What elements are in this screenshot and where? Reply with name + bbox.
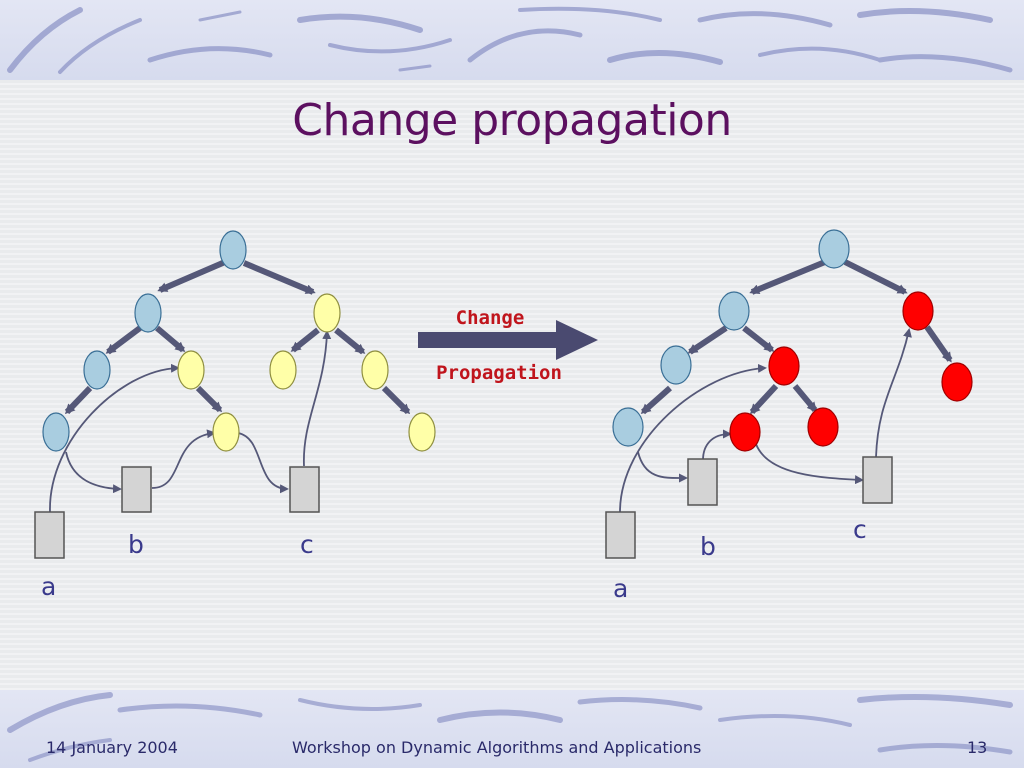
left-node-r3 [408,412,436,452]
right-edge-m2-l3 [749,383,779,415]
slide-body [0,80,1024,690]
left-node-l1 [134,293,162,333]
left-edge-l2-leaf [64,385,93,415]
left-dep-leaf-to-b [65,451,122,494]
left-label-a: a [41,572,56,601]
footer-date: 14 January 2004 [46,738,178,757]
left-node-l2 [83,350,111,390]
left-dep-c-to-node [303,330,332,467]
right-label-c: c [853,515,867,544]
left-label-c: c [300,530,314,559]
left-node-r1 [313,293,341,333]
left-box-a [34,511,65,559]
brush-stroke-pattern-bottom [7,692,1013,762]
left-edge-r1-r2 [334,327,366,355]
footer-page-number: 13 [967,738,988,757]
left-edge-m2-leaf [195,385,223,413]
right-node-r2-changed [941,362,973,402]
right-dep-leaf-to-b [637,451,688,483]
arrow-label-change: Change [456,307,525,329]
left-dep-b-to-node [151,429,216,489]
right-edge-l2-leaf [640,385,672,415]
right-edge-m2-r3 [792,384,818,413]
left-dep-node-to-c [237,432,289,494]
arrow-label-propagation: Propagation [436,362,562,384]
brush-stroke-pattern-top [7,6,1013,74]
right-edge-l1-l2 [687,325,728,355]
left-edge-root-r1 [242,260,316,295]
left-edge-root-l1 [157,259,227,293]
right-node-leaf-a [612,407,644,447]
right-dep-b-to-node [702,429,732,461]
right-label-b: b [700,532,716,561]
left-node-m2 [177,350,205,390]
right-box-b [687,458,718,506]
right-box-a [605,511,636,559]
big-right-arrow-icon [418,320,598,360]
right-node-r3-changed [807,407,839,447]
propagation-arrow: Change Propagation [418,307,598,384]
right-node-m3-changed [729,412,761,452]
right-node-l1 [718,291,750,331]
right-dep-a-to-node [619,363,767,513]
right-node-l2 [660,345,692,385]
right-edge-root-l1 [749,259,827,295]
left-edge-l1-l2 [105,325,142,355]
right-edge-r1-r2 [924,325,953,363]
left-tree: a b c [34,230,436,601]
right-dep-node-to-c [755,443,864,485]
right-box-c [862,456,893,504]
left-box-b [121,466,152,513]
right-node-r1-changed [902,291,934,331]
right-tree: a b c [605,229,973,603]
left-edge-r2-leaf [381,385,411,415]
right-edge-root-r1 [843,259,908,295]
left-label-b: b [128,530,144,559]
slide-title: Change propagation [292,95,732,146]
top-decorative-band [0,0,1024,80]
footer-event: Workshop on Dynamic Algorithms and Appli… [292,738,702,757]
left-dep-a-to-node [49,363,180,513]
right-label-a: a [613,574,628,603]
bottom-decorative-band [0,690,1024,768]
right-edge-l1-m2 [742,325,775,353]
left-node-r2-right [361,350,389,390]
left-node-m3 [212,412,240,452]
left-edge-l1-m2 [155,325,186,353]
left-node-r2-left [269,350,297,390]
left-root-node [219,230,247,270]
left-edge-r1-l2 [290,327,320,353]
right-node-m2-changed [768,346,800,386]
right-dep-c-to-node [875,328,912,458]
left-node-leaf-a [42,412,70,452]
right-root-node [818,229,850,269]
left-box-c [289,466,320,513]
